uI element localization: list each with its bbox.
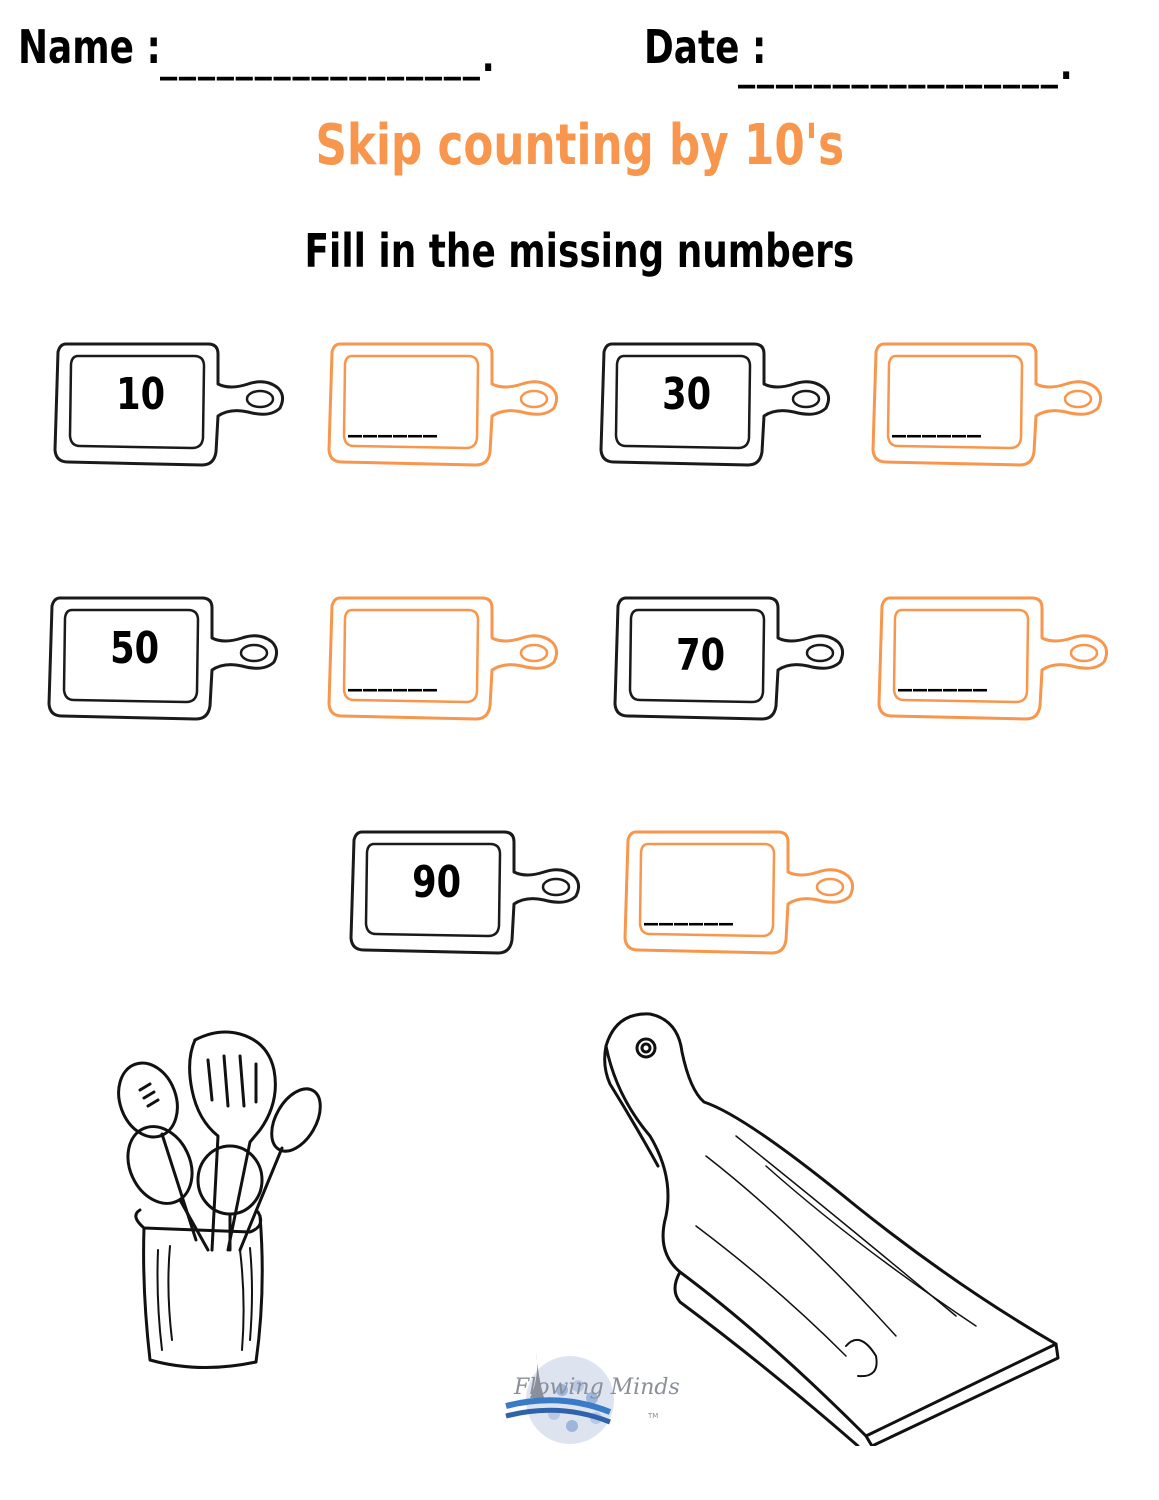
name-field[interactable]: _________________.: [160, 35, 497, 81]
board-answer[interactable]: ______: [876, 592, 1109, 722]
name-label: Name :: [18, 20, 161, 74]
board-outline-icon: [599, 342, 831, 467]
board-inner-edge: [638, 842, 776, 938]
logo-tm: TM: [647, 1412, 658, 1420]
board-outer-edge: [871, 342, 1103, 467]
board-inner-edge: [628, 608, 766, 704]
board-outline-icon: [613, 596, 845, 721]
board-outer-edge: [623, 830, 855, 955]
board-outline-icon: [327, 342, 559, 467]
board-inner-edge: [614, 354, 752, 450]
board-given: 50: [46, 592, 279, 722]
board-outer-edge: [53, 342, 285, 467]
board-inner-edge: [342, 608, 480, 704]
board-outline-icon: [47, 596, 279, 721]
board-outer-edge: [599, 342, 831, 467]
board-inner-edge: [68, 354, 206, 450]
board-given: 70: [612, 592, 845, 722]
board-inner-edge: [342, 354, 480, 450]
board-outline-icon: [349, 830, 581, 955]
board-given: 30: [598, 338, 831, 468]
board-given: 90: [348, 826, 581, 956]
board-answer[interactable]: ______: [326, 338, 559, 468]
logo-text: Flowing Minds: [513, 1375, 680, 1400]
board-answer[interactable]: ______: [622, 826, 855, 956]
board-outline-icon: [327, 596, 559, 721]
board-inner-edge: [892, 608, 1030, 704]
worksheet-title: Skip counting by 10's: [315, 113, 844, 178]
board-outer-edge: [327, 342, 559, 467]
board-hang-hole: [1063, 389, 1093, 409]
board-inner-edge: [62, 608, 200, 704]
answer-blank[interactable]: ______: [892, 405, 982, 438]
board-number: 10: [116, 369, 166, 420]
board-inner-edge: [364, 842, 502, 938]
board-outline-icon: [53, 342, 285, 467]
board-hang-hole: [541, 877, 571, 897]
board-outer-edge: [47, 596, 279, 721]
logo-mark-icon: Flowing Minds TM: [505, 1352, 680, 1444]
board-hang-hole: [519, 389, 549, 409]
board-inner-edge: [886, 354, 1024, 450]
board-hang-hole: [791, 389, 821, 409]
board-outer-edge: [349, 830, 581, 955]
board-number: 90: [412, 857, 462, 908]
answer-blank[interactable]: ______: [644, 893, 734, 926]
answer-blank[interactable]: ______: [348, 659, 438, 692]
board-outer-edge: [327, 596, 559, 721]
date-label: Date :: [644, 20, 767, 74]
worksheet-instructions: Fill in the missing numbers: [304, 224, 855, 278]
board-outline-icon: [877, 596, 1109, 721]
board-answer[interactable]: ______: [870, 338, 1103, 468]
board-outer-edge: [877, 596, 1109, 721]
board-given: 10: [52, 338, 285, 468]
board-hang-hole: [245, 389, 275, 409]
board-hang-hole: [239, 643, 269, 663]
board-outline-icon: [623, 830, 855, 955]
board-hang-hole: [1069, 643, 1099, 663]
board-outer-edge: [613, 596, 845, 721]
board-hang-hole: [815, 877, 845, 897]
board-hang-hole: [519, 643, 549, 663]
answer-blank[interactable]: ______: [348, 405, 438, 438]
board-number: 50: [110, 623, 160, 674]
flowing-minds-logo: Flowing Minds TM: [500, 1336, 680, 1466]
answer-blank[interactable]: ______: [898, 659, 988, 692]
board-answer[interactable]: ______: [326, 592, 559, 722]
date-field[interactable]: _________________.: [738, 43, 1075, 89]
cutting-board-illustration: [603, 1012, 1060, 1446]
board-outline-icon: [871, 342, 1103, 467]
board-number: 70: [676, 630, 726, 681]
utensil-holder-illustration: [117, 1030, 322, 1370]
board-number: 30: [662, 369, 712, 420]
board-hang-hole: [805, 643, 835, 663]
